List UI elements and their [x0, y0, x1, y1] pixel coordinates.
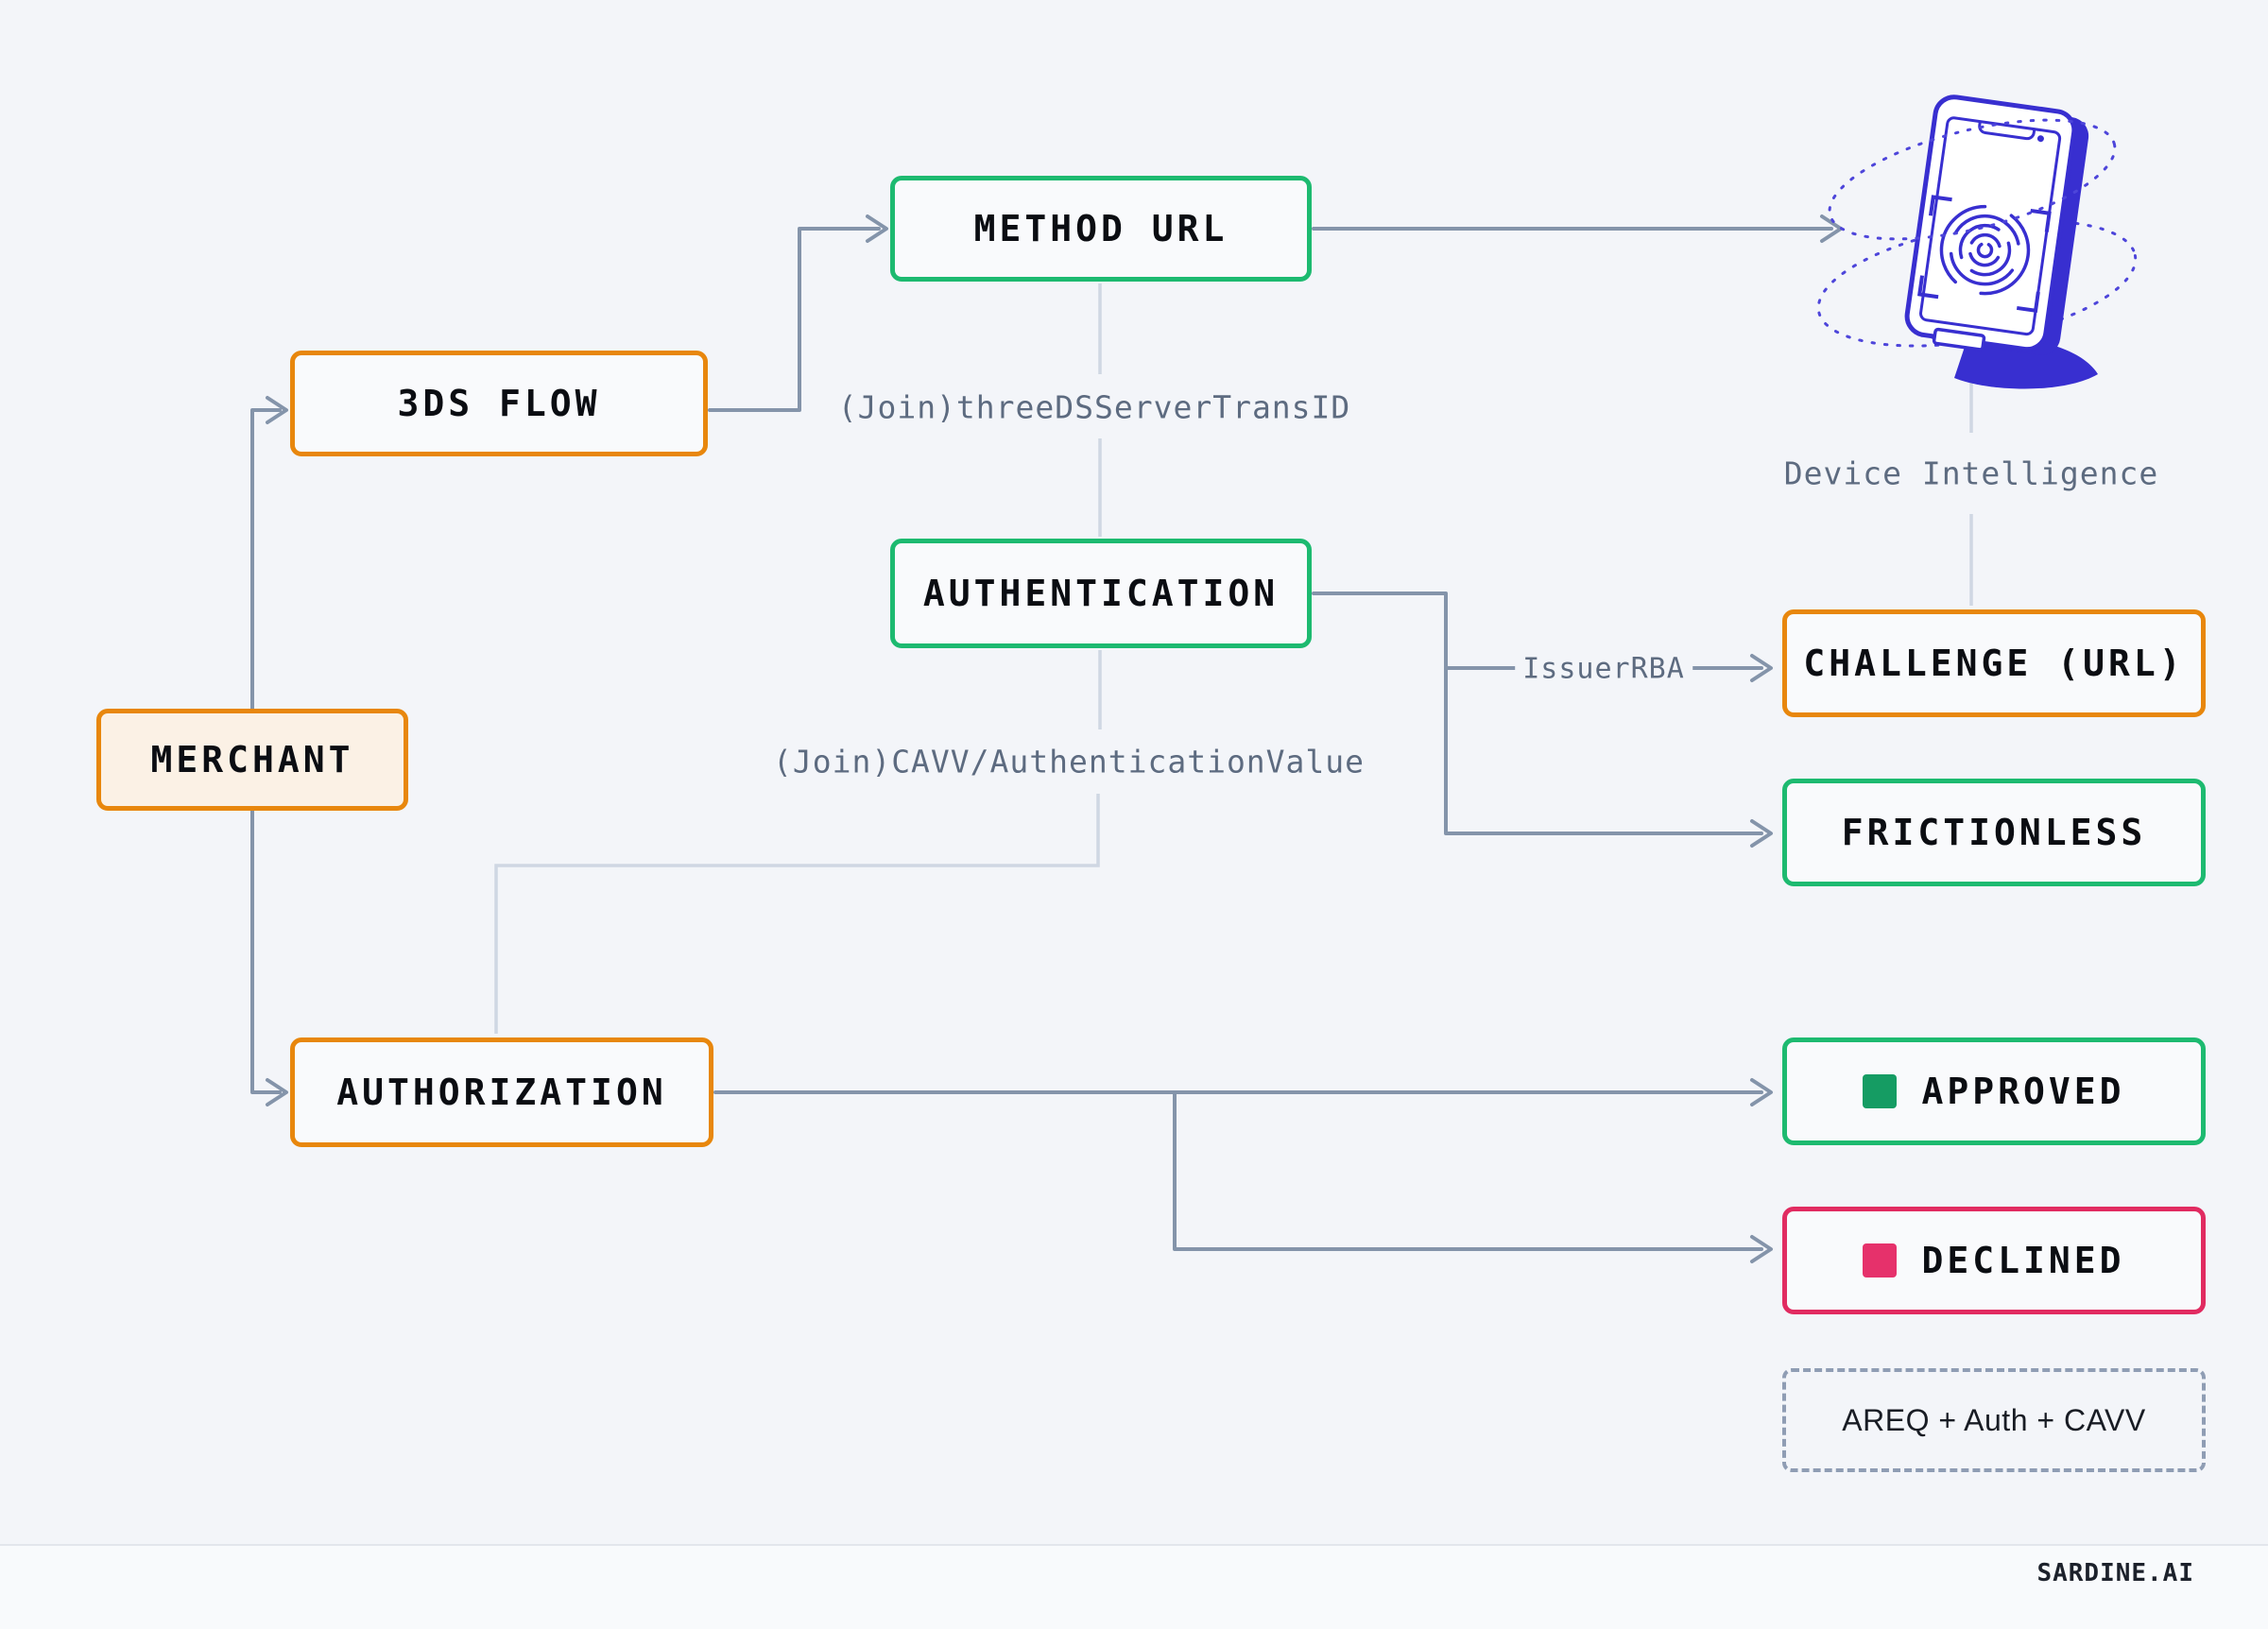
- declined-status-square: [1863, 1243, 1898, 1277]
- edge-label-join-trans-id: (Join)threeDSServerTransID: [837, 388, 1351, 426]
- node-areq-note-label: AREQ + Auth + CAVV: [1842, 1402, 2146, 1437]
- node-authorization-label: AUTHORIZATION: [336, 1072, 667, 1113]
- node-challenge-url: CHALLENGE (URL): [1782, 609, 2206, 717]
- node-approved-label: APPROVED: [1921, 1071, 2125, 1112]
- node-challenge-url-label: CHALLENGE (URL): [1803, 643, 2185, 684]
- node-method-url: METHOD URL: [890, 176, 1312, 282]
- node-authentication-label: AUTHENTICATION: [922, 573, 1280, 614]
- node-3ds-flow-label: 3DS FLOW: [397, 383, 601, 424]
- edge-auth-to-frictionless: [1312, 592, 1763, 835]
- arrowhead-declined: [1750, 1235, 1773, 1263]
- node-approved: APPROVED: [1782, 1037, 2206, 1145]
- node-merchant: MERCHANT: [96, 709, 408, 811]
- edge-label-join-cavv: (Join)CAVV/AuthenticationValue: [772, 743, 1366, 780]
- node-merchant-label: MERCHANT: [150, 739, 354, 780]
- node-method-url-label: METHOD URL: [973, 208, 1228, 249]
- node-authentication: AUTHENTICATION: [890, 539, 1312, 648]
- arrowhead-approved: [1750, 1078, 1773, 1106]
- node-3ds-flow: 3DS FLOW: [290, 351, 708, 456]
- edge-3ds-to-method-url: [708, 227, 881, 412]
- node-areq-note: AREQ + Auth + CAVV: [1782, 1368, 2206, 1472]
- arrowhead-authorization: [266, 1078, 288, 1106]
- arrowhead-method-url: [866, 214, 888, 243]
- node-frictionless-label: FRICTIONLESS: [1841, 812, 2147, 853]
- edge-cavv-label-to-authorization: [494, 794, 1100, 1034]
- node-declined: DECLINED: [1782, 1207, 2206, 1314]
- arrowhead-challenge: [1750, 654, 1773, 682]
- arrowhead-frictionless: [1750, 819, 1773, 848]
- approved-status-square: [1863, 1074, 1898, 1108]
- brand-text: SARDINE.AI: [2036, 1559, 2194, 1587]
- phone-fingerprint-icon: [1816, 94, 2138, 389]
- node-frictionless: FRICTIONLESS: [1782, 779, 2206, 886]
- edge-label-device-intelligence: Device Intelligence: [1783, 454, 2159, 492]
- footer-divider: [0, 1544, 2268, 1546]
- edge-authorization-to-declined: [1173, 1090, 1763, 1251]
- edge-label-issuer-rba: IssuerRBA: [1515, 652, 1692, 686]
- node-authorization: AUTHORIZATION: [290, 1037, 713, 1147]
- node-declined-label: DECLINED: [1921, 1240, 2125, 1281]
- arrowhead-3ds-flow: [266, 396, 288, 424]
- footer-bar: [0, 1546, 2268, 1629]
